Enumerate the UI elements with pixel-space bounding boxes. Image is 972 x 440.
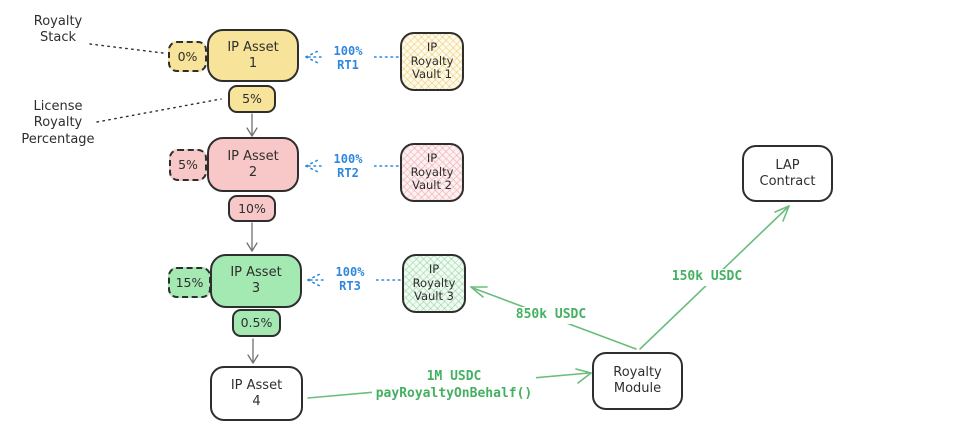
- asset3-royalty-stack-badge: 15%: [168, 267, 211, 298]
- royalty-module-node: Royalty Module: [592, 352, 683, 410]
- asset2-royalty-stack-badge: 5%: [169, 149, 207, 181]
- asset2-to-asset3-arrow: [246, 222, 258, 252]
- royalty-stack-label: Royalty Stack: [33, 14, 83, 46]
- usdc-to-vault3-label: 850k USDC: [508, 307, 594, 324]
- ip-asset-1-node: IP Asset 1: [207, 29, 299, 82]
- asset3-to-asset4-arrow: [247, 338, 259, 364]
- ip-royalty-vault-2-node: IP Royalty Vault 2: [400, 143, 464, 202]
- asset3-license-royalty-badge: 0.5%: [232, 309, 281, 337]
- pay-royalty-on-behalf-label: 1M USDC payRoyaltyOnBehalf(): [372, 369, 536, 403]
- license-royalty-connector-line: [96, 98, 222, 123]
- usdc-to-lap-label: 150k USDC: [664, 269, 750, 286]
- royalty-stack-connector-line: [89, 43, 164, 54]
- license-royalty-percentage-label: License Royalty Percentage: [21, 99, 95, 147]
- ip-royalty-vault-1-node: IP Royalty Vault 1: [400, 32, 464, 91]
- asset1-license-royalty-badge: 5%: [228, 85, 276, 113]
- rt3-share-label: 100% RT3: [324, 265, 376, 294]
- ip-royalty-vault-3-node: IP Royalty Vault 3: [402, 254, 466, 313]
- asset1-royalty-stack-badge: 0%: [168, 41, 207, 72]
- asset2-license-royalty-badge: 10%: [228, 195, 276, 222]
- lap-contract-node: LAP Contract: [742, 145, 833, 202]
- ip-asset-4-node: IP Asset 4: [210, 366, 303, 421]
- rt1-share-label: 100% RT1: [322, 44, 374, 73]
- ip-asset-3-node: IP Asset 3: [210, 254, 302, 308]
- ip-asset-2-node: IP Asset 2: [207, 137, 299, 192]
- rt2-share-label: 100% RT2: [322, 152, 374, 181]
- asset1-to-asset2-arrow: [246, 113, 258, 137]
